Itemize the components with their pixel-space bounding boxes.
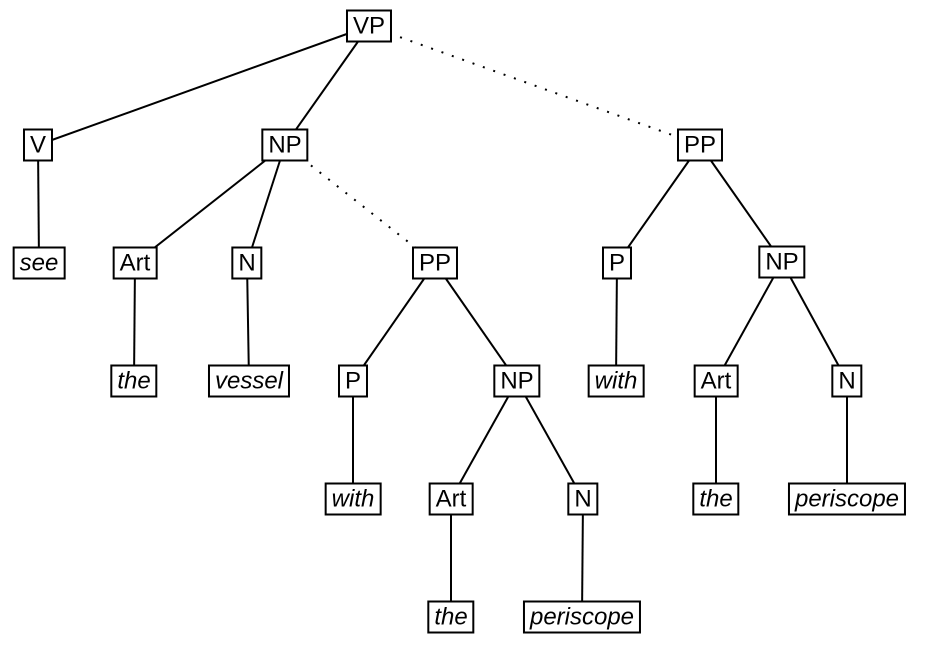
tree-node-np_mid: NP [493, 364, 541, 398]
tree-edge-np1-pp_mid [284, 144, 436, 264]
tree-edge-vp-v [37, 25, 370, 146]
tree-node-see: see [12, 246, 66, 280]
tree-node-pp_mid: PP [411, 246, 459, 280]
tree-node-n_mid: N [567, 482, 599, 516]
tree-edge-v-see [37, 144, 40, 264]
tree-node-n_right: N [831, 364, 863, 398]
tree-edge-vp-np1 [284, 25, 370, 146]
tree-node-with_mid: with [324, 482, 382, 516]
tree-node-p_right: P [601, 246, 633, 280]
tree-edge-np_mid-n_mid [516, 380, 584, 500]
tree-node-np_right: NP [758, 245, 806, 279]
tree-node-periscope_mid: periscope [522, 600, 642, 634]
tree-node-v: V [22, 128, 54, 162]
tree-edge-vp-pp_right [368, 25, 701, 146]
tree-edge-art1-the1 [133, 262, 136, 382]
tree-node-art1: Art [112, 246, 158, 280]
tree-edge-np_right-n_right [781, 261, 848, 382]
tree-node-pp_right: PP [676, 128, 724, 162]
tree-edge-np_mid-art_mid [450, 380, 518, 500]
tree-edge-n1-vessel [246, 262, 250, 382]
tree-node-the1: the [110, 364, 158, 398]
tree-node-art_mid: Art [428, 482, 474, 516]
tree-node-n1: N [231, 246, 263, 280]
tree-node-the_mid: the [427, 600, 475, 634]
tree-edge-pp_right-p_right [616, 144, 701, 264]
tree-node-np1: NP [261, 128, 309, 162]
tree-edge-pp_mid-np_mid [434, 262, 518, 382]
tree-node-vp: VP [345, 9, 393, 43]
tree-node-p_mid: P [337, 364, 369, 398]
tree-edge-pp_mid-p_mid [352, 262, 436, 382]
tree-node-periscope_right: periscope [787, 482, 907, 516]
tree-node-with_right: with [587, 364, 645, 398]
tree-node-vessel: vessel [207, 364, 291, 398]
tree-edge-np1-art1 [134, 144, 286, 264]
tree-edge-n_mid-periscope_mid [581, 498, 584, 618]
tree-edge-p_right-with_right [615, 262, 618, 382]
tree-edge-np1-n1 [246, 144, 286, 264]
tree-node-the_right: the [692, 482, 740, 516]
tree-node-art_right: Art [693, 364, 739, 398]
tree-edge-pp_right-np_right [699, 144, 783, 263]
tree-edge-np_right-art_right [715, 261, 783, 382]
